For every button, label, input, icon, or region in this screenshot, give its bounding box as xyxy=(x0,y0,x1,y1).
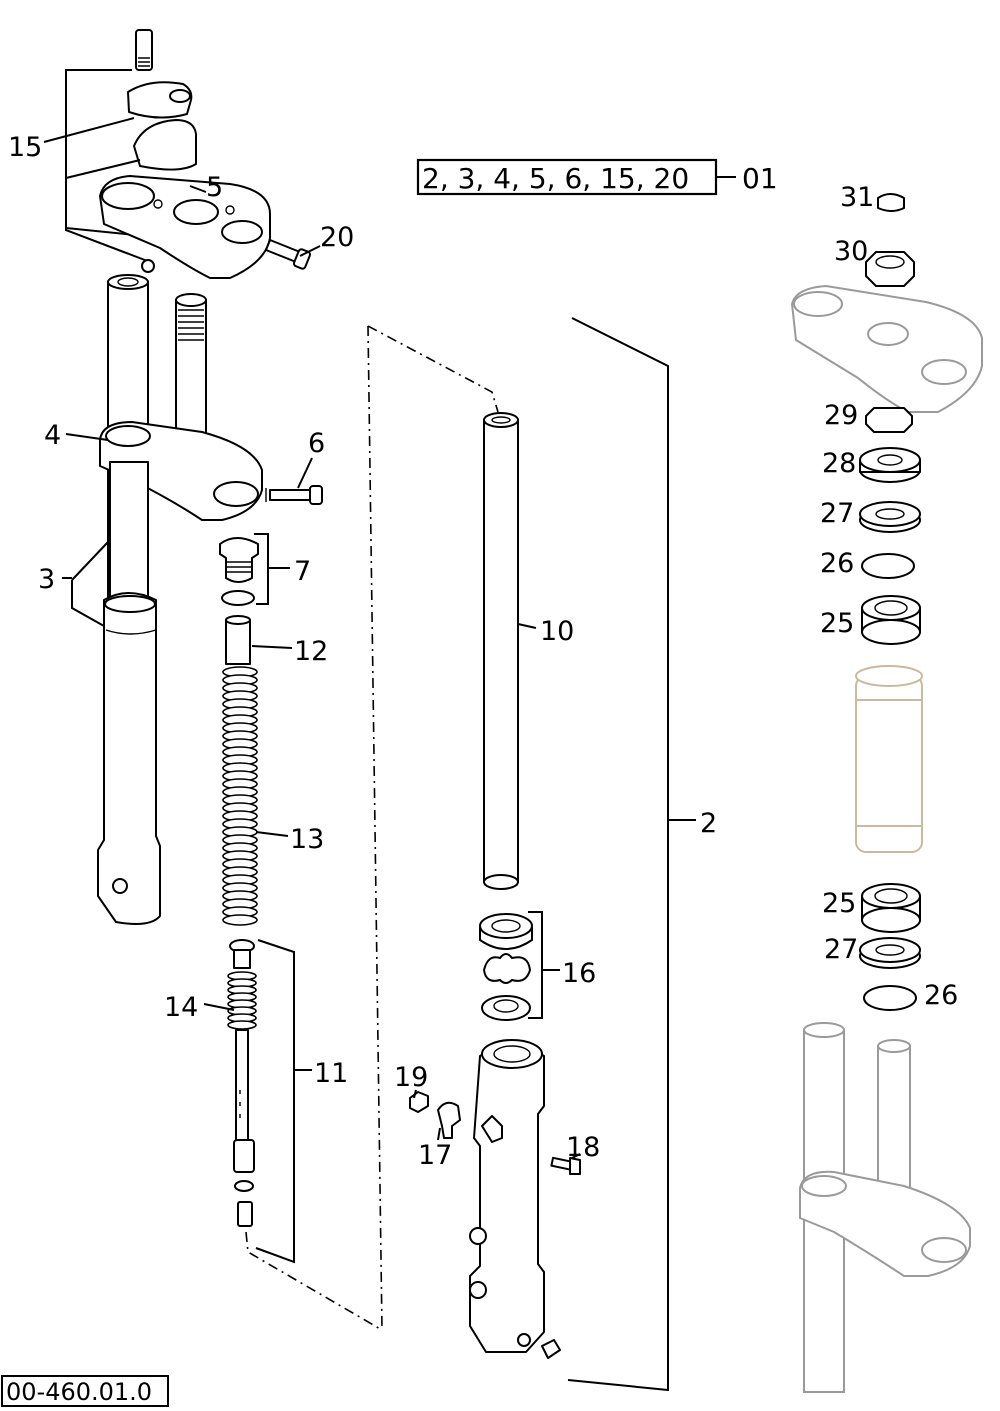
part-25-bearing-lower xyxy=(861,883,921,933)
part-17-hose-clip xyxy=(437,1101,461,1139)
callout-10: 10 xyxy=(540,616,574,647)
part-29-nut xyxy=(865,407,913,433)
callout-27a: 27 xyxy=(820,498,854,529)
drawing-number: 00-460.01.0 xyxy=(6,1378,152,1406)
upper-clamp-reference xyxy=(790,284,983,413)
part-31-cap xyxy=(877,193,905,212)
callout-3: 3 xyxy=(38,564,55,595)
kit-box: 2, 3, 4, 5, 6, 15, 20 01 xyxy=(416,158,778,196)
callout-7: 7 xyxy=(294,556,311,587)
part-10-inner-fork-tube xyxy=(483,412,519,890)
callout-4: 4 xyxy=(44,420,61,451)
part-12-spacer-tube xyxy=(225,615,251,665)
callout-5: 5 xyxy=(206,172,223,203)
callout-13: 13 xyxy=(290,824,324,855)
steering-head-reference xyxy=(855,665,923,853)
part-20-pinch-bolt xyxy=(265,239,312,270)
part-14-damper-rod xyxy=(227,939,257,1227)
part-28-bearing-race xyxy=(859,447,921,483)
spring-coil xyxy=(222,914,258,926)
part-6-clamp-bolt xyxy=(265,485,323,505)
callout-2: 2 xyxy=(700,808,717,839)
part-19-nut xyxy=(409,1091,429,1113)
callout-25b: 25 xyxy=(822,888,856,919)
callout-20: 20 xyxy=(320,222,354,253)
kit-list-text: 2, 3, 4, 5, 6, 15, 20 xyxy=(422,162,689,195)
part-3-4-fork-leg-with-lower-clamp xyxy=(97,274,263,925)
callout-16: 16 xyxy=(562,958,596,989)
kit-code-text: 01 xyxy=(742,162,778,195)
part-30-stem-nut xyxy=(865,251,915,287)
part-15-handlebar-clamp xyxy=(127,29,197,171)
callout-27b: 27 xyxy=(824,934,858,965)
part-16-seal-set xyxy=(479,913,533,1021)
callout-11: 11 xyxy=(314,1058,348,1089)
part-27-seal-ring-lower xyxy=(859,937,921,969)
callout-18: 18 xyxy=(566,1132,600,1163)
callout-26a: 26 xyxy=(820,548,854,579)
callout-31: 31 xyxy=(840,182,874,213)
part-26-o-ring xyxy=(861,553,915,579)
callout-17: 17 xyxy=(418,1140,452,1171)
part-27-seal-ring xyxy=(859,501,921,533)
callout-25a: 25 xyxy=(820,608,854,639)
lower-clamp-reference xyxy=(799,1022,971,1393)
part-18-screw xyxy=(550,1156,581,1175)
spring-coil xyxy=(227,1020,257,1030)
part-13-fork-spring xyxy=(222,666,258,926)
part-7-screw-cap xyxy=(219,537,259,606)
callout-26b: 26 xyxy=(924,980,958,1011)
part-2-lower-slider xyxy=(469,1039,561,1359)
callout-29: 29 xyxy=(824,400,858,431)
part-26-o-ring-lower xyxy=(863,985,917,1011)
callout-12: 12 xyxy=(294,636,328,667)
callout-19: 19 xyxy=(394,1062,428,1093)
part-25-bearing xyxy=(861,595,921,645)
callout-6: 6 xyxy=(308,428,325,459)
callout-30: 30 xyxy=(834,236,868,267)
callout-28: 28 xyxy=(822,448,856,479)
part-5-upper-triple-clamp xyxy=(99,175,271,279)
callout-15: 15 xyxy=(8,132,42,163)
callout-14: 14 xyxy=(164,992,198,1023)
